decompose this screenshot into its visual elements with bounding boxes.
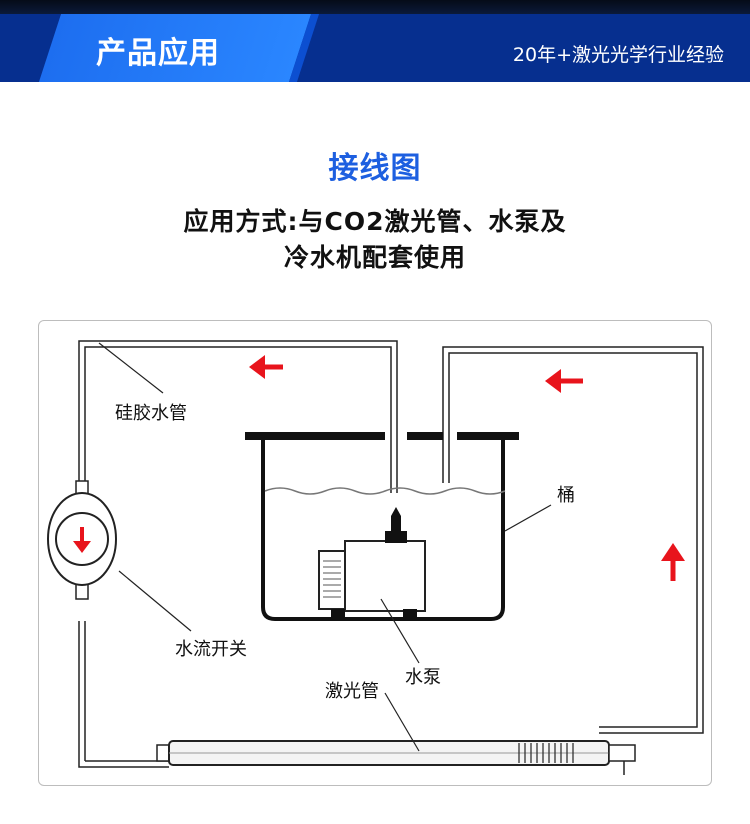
arrow-left-icon	[249, 355, 283, 379]
label-laser-tube: 激光管	[325, 681, 379, 702]
header-slogan: 20年+激光光学行业经验	[512, 44, 724, 66]
wiring-diagram-svg: 硅胶水管 桶 水流开关 水泵 激光管	[47, 340, 704, 775]
arrow-down-icon	[73, 527, 91, 553]
laser-tube	[156, 740, 636, 775]
arrow-left-icon	[545, 369, 583, 393]
bucket	[245, 432, 519, 621]
silicone-tube-left	[78, 340, 398, 768]
header-top-strip	[0, 0, 750, 14]
flow-switch	[47, 480, 117, 600]
page-title: 接线图	[328, 151, 422, 186]
header-banner: 产品应用 20年+激光光学行业经验	[0, 0, 750, 82]
page-subtitle-line1: 应用方式:与CO2激光管、水泵及	[183, 207, 567, 236]
silicone-tube-right	[442, 346, 704, 734]
label-silicone-tube: 硅胶水管	[115, 403, 187, 424]
water-pump	[318, 507, 426, 619]
arrow-up-icon	[661, 543, 685, 581]
label-water-pump: 水泵	[405, 667, 441, 688]
page-subtitle-line2: 冷水机配套使用	[283, 243, 466, 272]
label-flow-switch: 水流开关	[175, 639, 247, 660]
wiring-diagram: 硅胶水管 桶 水流开关 水泵 激光管	[38, 320, 712, 786]
section-title: 产品应用	[96, 36, 220, 71]
leader-lines	[98, 342, 552, 752]
label-bucket: 桶	[557, 485, 575, 506]
